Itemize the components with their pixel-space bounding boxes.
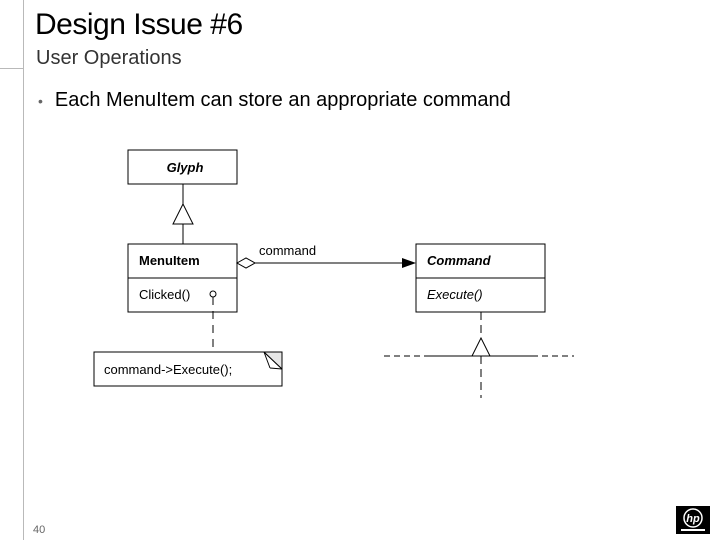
note-text: command->Execute(); [104, 362, 232, 377]
slide-subtitle: User Operations [36, 47, 182, 69]
command-operation: Execute() [427, 287, 483, 302]
implementation-note: command->Execute(); [93, 351, 283, 387]
hp-logo: hp [676, 506, 710, 534]
command-class-box: Command Execute() [415, 243, 546, 313]
slide-title: Design Issue #6 [35, 8, 243, 41]
arrowhead-icon [402, 258, 416, 268]
title-divider-rule [0, 68, 23, 69]
page-number: 40 [33, 524, 46, 536]
glyph-class-name: Glyph [167, 160, 204, 175]
command-subclass-hierarchy [384, 312, 574, 398]
aggregation-diamond-icon [235, 257, 257, 269]
bullet-text: Each MenuItem can store an appropriate c… [54, 89, 511, 111]
note-fold-icon [262, 351, 283, 371]
menuitem-class-box: MenuItem Clicked() [127, 243, 238, 313]
menuitem-operation: Clicked() [139, 287, 190, 302]
logo-text: hp [686, 513, 700, 525]
command-class-name: Command [427, 253, 492, 268]
glyph-class-box: Glyph [127, 149, 238, 185]
left-margin-rule [23, 0, 24, 540]
inheritance-arrow-menuitem [172, 184, 194, 244]
bullet-item: • Each MenuItem can store an appropriate… [38, 89, 511, 112]
association-label: command [259, 243, 316, 258]
note-anchor-circle [209, 290, 217, 298]
command-association: command [235, 243, 416, 269]
menuitem-class-name: MenuItem [139, 253, 200, 268]
bullet-dot-icon: • [38, 93, 43, 109]
